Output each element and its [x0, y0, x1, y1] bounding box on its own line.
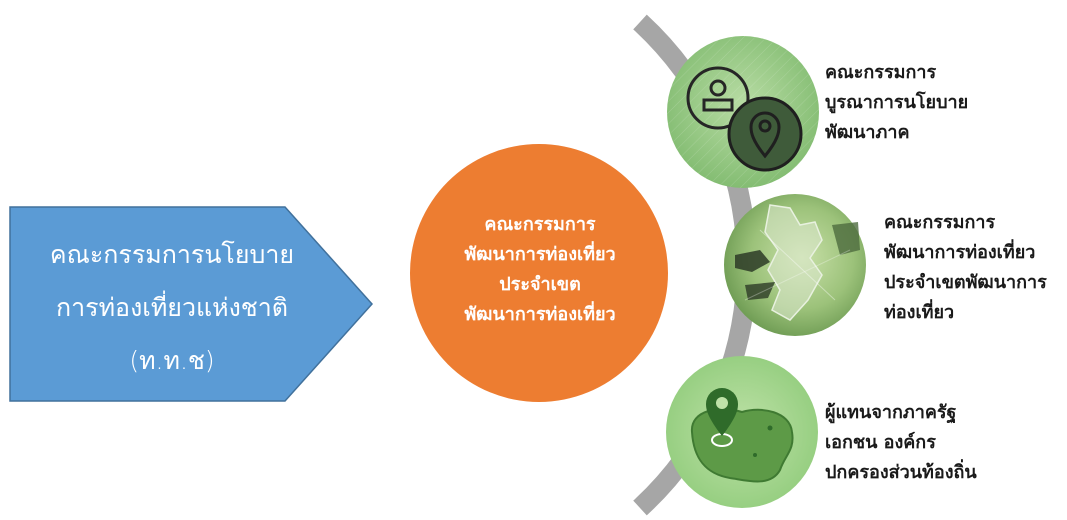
node-1-line1: คณะกรรมการ: [825, 62, 937, 83]
node-2-line3: ประจำเขตพัฒนาการ: [884, 272, 1047, 293]
node-2-label: คณะกรรมการ พัฒนาการท่องเที่ยว ประจำเขตพั…: [884, 208, 1047, 328]
node-1-label: คณะกรรมการ บูรณาการนโยบาย พัฒนาภาค: [825, 58, 968, 148]
map-pin-icon: [690, 388, 794, 483]
center-line3: ประจำเขต: [499, 274, 581, 295]
node-3-line3: ปกครองส่วนท้องถิ่น: [825, 462, 977, 483]
center-line1: คณะกรรมการ: [484, 214, 596, 235]
node-3-line1: ผู้แทนจากภาครัฐ: [825, 402, 957, 423]
node-2-line4: ท่องเที่ยว: [884, 302, 955, 323]
left-arrow-line3: (ท.ท.ช): [129, 346, 215, 375]
node-3-line2: เอกชน องค์กร: [825, 432, 936, 453]
center-circle: [410, 144, 668, 402]
left-arrow-shape: [9, 206, 374, 402]
center-line4: พัฒนาการท่องเที่ยว: [464, 304, 616, 325]
node-2-line1: คณะกรรมการ: [884, 212, 996, 233]
center-circle-label: คณะกรรมการ พัฒนาการท่องเที่ยว ประจำเขต พ…: [420, 210, 660, 330]
center-line2: พัฒนาการท่องเที่ยว: [464, 244, 616, 265]
node-3-label: ผู้แทนจากภาครัฐ เอกชน องค์กร ปกครองส่วนท…: [825, 398, 977, 488]
left-arrow-line1: คณะกรรมการนโยบาย: [49, 240, 295, 269]
node-1-line2: บูรณาการนโยบาย: [825, 92, 969, 113]
left-arrow-line2: การท่องเที่ยวแห่งชาติ: [55, 293, 289, 322]
node-1-line3: พัฒนาภาค: [825, 122, 910, 143]
region-map-icon: [735, 204, 860, 321]
person-location-icon: [686, 66, 803, 172]
node-2-line2: พัฒนาการท่องเที่ยว: [884, 242, 1036, 263]
left-arrow-label: คณะกรรมการนโยบาย การท่องเที่ยวแห่งชาติ (…: [22, 228, 322, 387]
